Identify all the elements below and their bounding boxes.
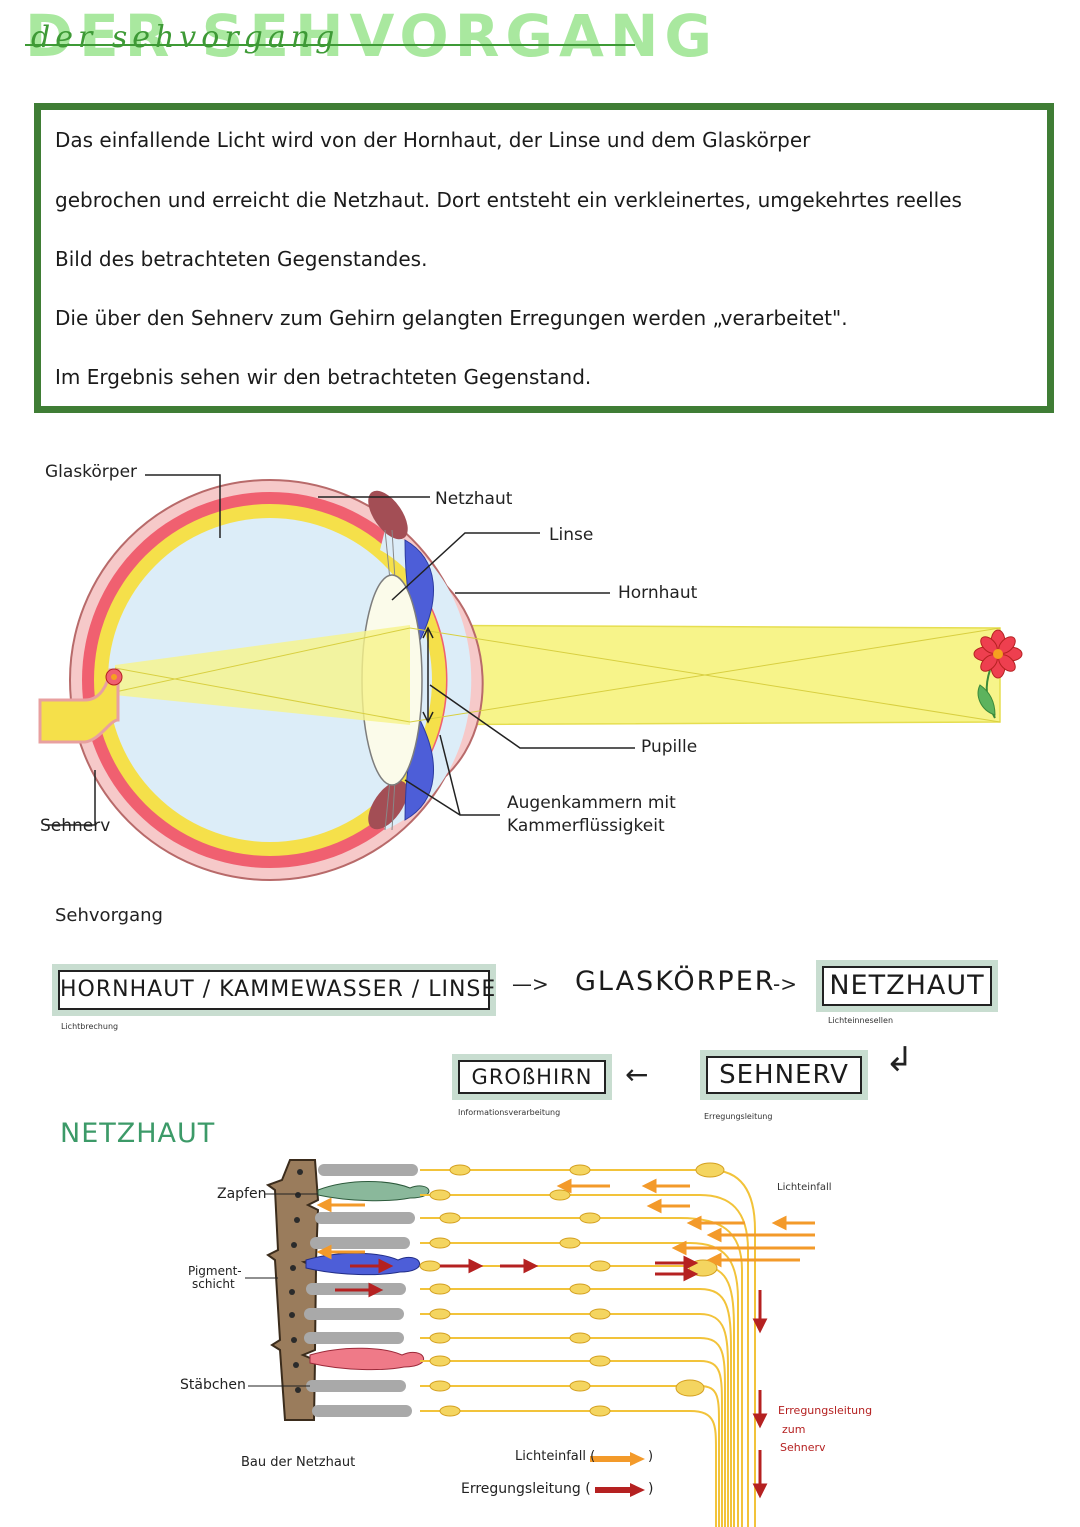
label-augenkammern-1: Augenkammern mit: [507, 793, 676, 813]
flow-arrow-1: —>: [512, 972, 549, 996]
note-informationsverarbeitung: Informationsverarbeitung: [458, 1108, 561, 1117]
object-flower: [973, 629, 1023, 719]
legend-erregung: Erregungsleitung (: [461, 1481, 591, 1497]
intro-line-1: Das einfallende Licht wird von der Hornh…: [55, 128, 811, 152]
label-hornhaut: Hornhaut: [618, 583, 698, 603]
retina-diagram: [245, 1159, 815, 1527]
flow-box-netzhaut: NETZHAUT: [822, 966, 992, 1006]
label-pupille: Pupille: [641, 737, 698, 757]
ciliary-body-top: [368, 490, 408, 540]
label-erregung-2: zum: [782, 1423, 806, 1436]
anterior-chamber: [380, 530, 472, 830]
legend-close-2: ): [648, 1481, 654, 1497]
intro-line-3: Bild des betrachteten Gegenstandes.: [55, 247, 428, 271]
legend-lichteinfall: Lichteinfall (: [515, 1449, 596, 1464]
flow-arrow-2: ->: [773, 972, 797, 996]
label-staebchen: Stäbchen: [180, 1377, 246, 1393]
legend-red-arrow: [595, 1483, 645, 1497]
photoreceptors: [304, 1164, 430, 1417]
label-netzhaut: Netzhaut: [435, 489, 513, 509]
flow-arrow-return: ↲: [885, 1040, 914, 1080]
intro-line-5: Im Ergebnis sehen wir den betrachteten G…: [55, 365, 592, 389]
label-pigment-2: schicht: [192, 1277, 235, 1291]
note-lichteinnesellen: Lichteinnesellen: [828, 1016, 894, 1025]
label-glaskoerper: Glaskörper: [45, 462, 138, 482]
flow-arrow-3: ←: [625, 1058, 649, 1091]
legend-orange-arrow: [590, 1452, 645, 1466]
flow-glaskoerper: GLASKÖRPER: [575, 966, 776, 997]
title-script: der sehvorgang: [31, 20, 340, 55]
excitation-arrows: [335, 1255, 768, 1499]
page-title: DER SEHVORGANG der sehvorgang: [25, 2, 712, 72]
nerve-fibers: [420, 1169, 756, 1527]
retina-caption: Bau der Netzhaut: [241, 1455, 356, 1470]
cone-green: [317, 1181, 430, 1202]
label-erregung-3: Sehnerv: [780, 1441, 826, 1454]
flow-box-sehnerv: SEHNERV: [706, 1056, 862, 1094]
label-pigment-1: Pigment-: [188, 1264, 242, 1278]
flow-box-hornhaut: HORNHAUT / KAMMEWASSER / LINSE: [58, 970, 495, 1010]
label-sehnerv: Sehnerv: [40, 816, 111, 836]
label-augenkammern-2: Kammerflüssigkeit: [507, 816, 665, 836]
note-lichtbrechung: Lichtbrechung: [61, 1022, 119, 1031]
nerve-cells: [419, 1162, 725, 1417]
cone-blue: [305, 1252, 420, 1276]
legend-close-1: ): [648, 1449, 654, 1464]
leader-lines: [45, 474, 635, 826]
eye-diagram: [38, 474, 1023, 881]
intro-textbox: Das einfallende Licht wird von der Hornh…: [34, 103, 1054, 413]
title-outline: DER SEHVORGANG: [25, 2, 719, 70]
ray-cone: [115, 625, 410, 725]
intro-line-2: gebrochen und erreicht die Netzhaut. Dor…: [55, 188, 962, 212]
light-arrows: [316, 1178, 815, 1268]
title-underline: [25, 44, 635, 46]
intro-line-4: Die über den Sehnerv zum Gehirn gelangte…: [55, 306, 848, 330]
label-lichteinfall-top: Lichteinfall: [777, 1182, 832, 1193]
optic-nerve: [38, 668, 120, 744]
label-linse: Linse: [549, 525, 594, 545]
flow-box-grosshirn: GROßHIRN: [458, 1060, 606, 1094]
flow-heading: Sehvorgang: [55, 905, 163, 926]
note-erregungsleitung: Erregungsleitung: [704, 1112, 773, 1121]
cone-red: [309, 1347, 424, 1371]
retina-heading: NETZHAUT: [60, 1118, 216, 1149]
label-erregung-1: Erregungsleitung: [778, 1404, 873, 1417]
label-zapfen: Zapfen: [217, 1186, 267, 1202]
pupil-arrow: [422, 626, 434, 724]
